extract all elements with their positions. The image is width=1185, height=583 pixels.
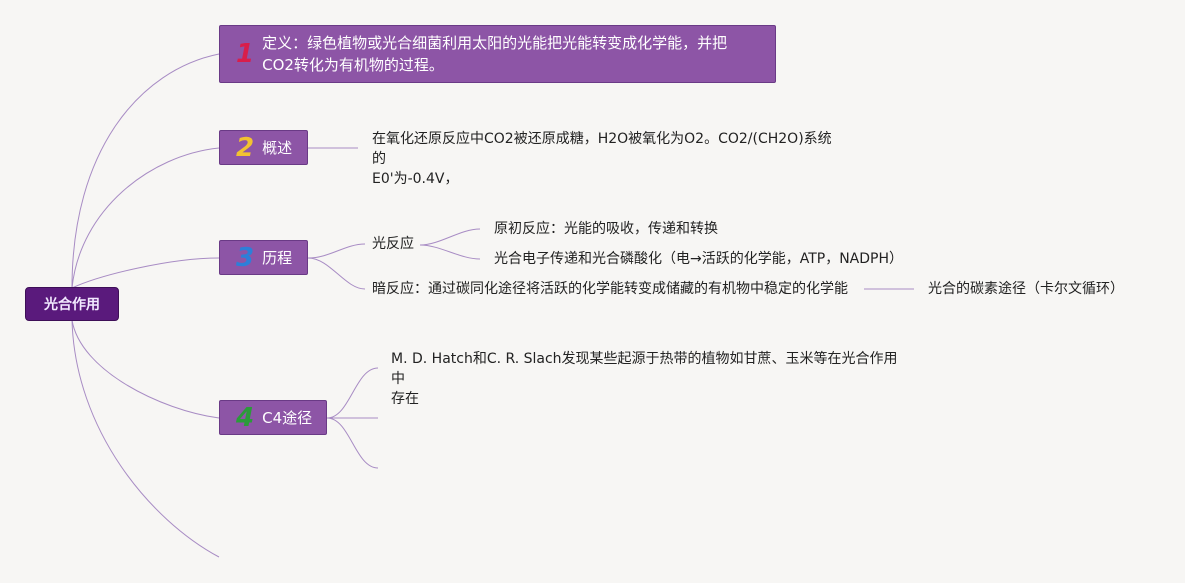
definition-line2: CO2转化为有机物的过程。 <box>262 56 444 74</box>
link-topic4-child1 <box>326 367 379 419</box>
topic-process[interactable]: 3 历程 <box>219 240 308 275</box>
topic-definition[interactable]: 1 定义：绿色植物或光合细菌利用太阳的光能把光能转变成化学能，并把 CO2转化为… <box>219 25 776 83</box>
number-4-icon: 4 <box>236 402 255 433</box>
dark-child-calvin-cycle[interactable]: 光合的碳素途径（卡尔文循环） <box>928 281 1124 297</box>
number-2-icon: 2 <box>236 132 255 163</box>
light-child-primary-reaction[interactable]: 原初反应：光能的吸收，传递和转换 <box>494 221 718 237</box>
link-root-empty <box>71 319 220 558</box>
link-root-topic4 <box>71 319 220 419</box>
link-light-child2 <box>419 244 481 260</box>
link-topic4-child3 <box>326 417 379 469</box>
topic-c4-label: C4途径 <box>262 408 313 427</box>
c4-description[interactable]: M. D. Hatch和C. R. Slach发现某些起源于热带的植物如甘蔗、玉… <box>391 349 901 409</box>
definition-line1: 定义：绿色植物或光合细菌利用太阳的光能把光能转变成化学能，并把 <box>262 34 728 52</box>
link-root-topic2 <box>71 147 220 289</box>
link-root-topic3 <box>71 257 220 289</box>
c4-line2: 存在 <box>391 391 419 407</box>
root-node[interactable]: 光合作用 <box>25 287 119 321</box>
number-1-icon: 1 <box>236 39 255 69</box>
topic-overview[interactable]: 2 概述 <box>219 130 308 165</box>
link-topic3-light <box>307 243 366 259</box>
light-reaction-node[interactable]: 光反应 <box>372 236 414 252</box>
light-child-electron-transport[interactable]: 光合电子传递和光合磷酸化（电→活跃的化学能，ATP，NADPH） <box>494 251 904 267</box>
c4-line1: M. D. Hatch和C. R. Slach发现某些起源于热带的植物如甘蔗、玉… <box>391 351 898 387</box>
link-topic3-dark <box>307 257 366 290</box>
topic-definition-label: 定义：绿色植物或光合细菌利用太阳的光能把光能转变成化学能，并把 CO2转化为有机… <box>262 32 727 76</box>
root-label: 光合作用 <box>44 297 100 313</box>
overview-line1: 在氧化还原反应中CO2被还原成糖，H2O被氧化为O2。CO2/(CH2O)系统的 <box>372 131 832 167</box>
number-3-icon: 3 <box>236 242 255 273</box>
link-root-topic1 <box>71 53 220 289</box>
topic-process-label: 历程 <box>262 248 293 267</box>
topic-c4[interactable]: 4 C4途径 <box>219 400 327 435</box>
overview-text[interactable]: 在氧化还原反应中CO2被还原成糖，H2O被氧化为O2。CO2/(CH2O)系统的… <box>372 129 842 189</box>
dark-reaction-node[interactable]: 暗反应：通过碳同化途径将活跃的化学能转变成储藏的有机物中稳定的化学能 <box>372 281 848 297</box>
overview-line2: E0'为-0.4V， <box>372 171 459 187</box>
topic-overview-label: 概述 <box>262 138 293 157</box>
link-light-child1 <box>419 228 481 246</box>
